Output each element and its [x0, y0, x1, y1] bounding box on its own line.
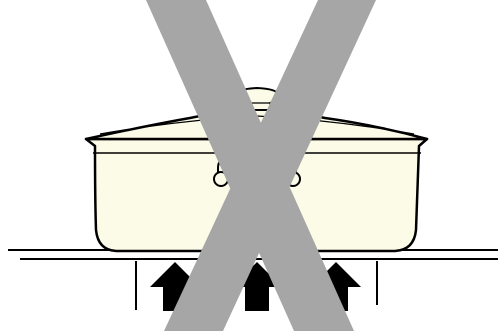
- prohibition-cross: [146, 0, 376, 331]
- heat-arrow: [150, 262, 200, 311]
- heat-arrow: [311, 262, 361, 311]
- heat-arrows: [150, 262, 361, 311]
- heat-arrow: [232, 262, 282, 311]
